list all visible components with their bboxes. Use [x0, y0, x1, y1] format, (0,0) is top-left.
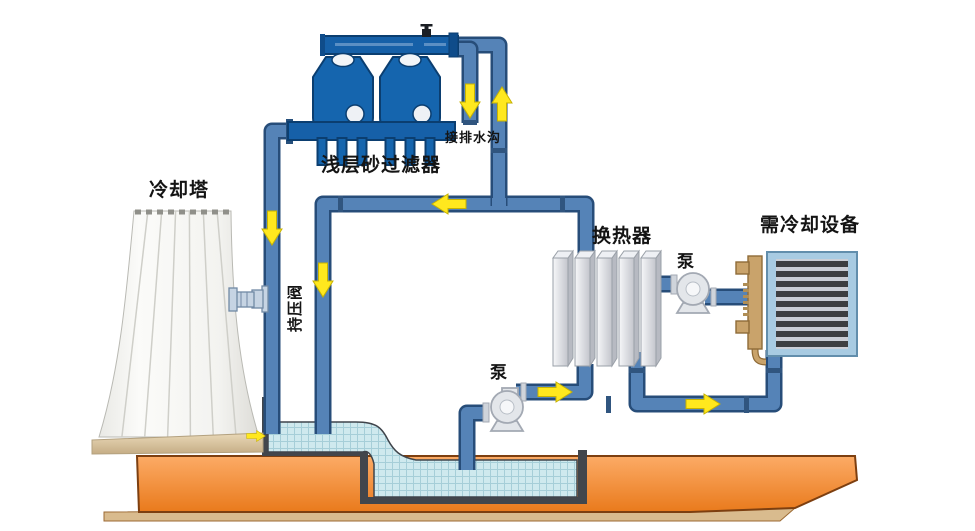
header-end-cap	[448, 32, 459, 58]
pump-secondary	[670, 272, 717, 314]
label-pressure-valve: 持压阀	[287, 283, 304, 332]
pipe-coupler	[490, 148, 508, 153]
label-drain-ditch: 接排水沟	[445, 130, 502, 145]
heat-exchanger	[552, 249, 662, 368]
header-stripe	[424, 43, 446, 46]
header-stub-top	[735, 261, 750, 275]
pipe-pump-suction-fill	[461, 407, 489, 470]
pipe-coupler	[744, 396, 749, 413]
exchanger-plate	[596, 249, 618, 368]
pump-outlet-flange	[520, 382, 527, 402]
header-end-cap	[320, 34, 325, 56]
tank-manhole	[398, 52, 422, 68]
radiator-header-bar	[747, 255, 763, 350]
pump-hub	[685, 281, 701, 297]
filter-legs	[316, 137, 436, 166]
radiator-tubes	[776, 261, 848, 347]
cooling-equipment-radiator	[735, 251, 858, 366]
basin-sump-wall	[360, 450, 587, 504]
pipe-coupler	[560, 195, 565, 213]
pipe-coupler	[765, 368, 783, 373]
exchanger-plate	[640, 249, 662, 368]
filter-manifold-pipe	[287, 121, 456, 141]
cooling-tower	[91, 209, 264, 455]
exchanger-plate	[552, 249, 574, 368]
label-cooling-tower: 冷却塔	[149, 180, 210, 201]
header-ticks	[743, 283, 749, 316]
pipe-coupler	[628, 368, 646, 373]
pump-inlet-flange	[670, 274, 678, 295]
tank-manhole	[331, 52, 355, 68]
pump-basin	[482, 382, 527, 432]
label-heat-exchanger: 换热器	[592, 226, 653, 247]
pipe-drain-open-end	[463, 120, 477, 125]
pump-inlet-flange	[482, 402, 490, 423]
pipe-coupler	[338, 195, 343, 213]
header-return-tube	[752, 348, 767, 365]
label-pump-left: 泵	[490, 363, 508, 382]
pipe-filter-outlet-fill	[266, 125, 296, 434]
tank-sight-glass	[412, 104, 432, 124]
basin-upper-floor	[262, 450, 368, 456]
cooling-tower-base	[91, 432, 264, 455]
header-stripe	[335, 43, 413, 46]
filter-tank-2	[379, 56, 441, 130]
cooling-tower-seams	[121, 210, 237, 438]
cooling-tower-shell	[98, 210, 260, 438]
pump-hub	[499, 399, 515, 415]
label-cooling-equipment: 需冷却设备	[760, 215, 861, 236]
pipe-coupler	[606, 396, 611, 413]
label-pump-right: 泵	[677, 252, 695, 271]
pipe-tee-patch	[492, 198, 506, 209]
filter-tank-1	[312, 56, 374, 130]
exchanger-plate	[574, 249, 596, 368]
label-sand-filter: 浅层砂过滤器	[321, 155, 442, 176]
header-vent-valve	[420, 24, 433, 37]
pressure-sustaining-valve	[228, 285, 269, 313]
basin-water	[267, 421, 578, 498]
sand-filter-unit	[287, 24, 459, 166]
pump-outlet-flange	[710, 287, 717, 307]
tank-sight-glass	[345, 104, 365, 124]
exchanger-plate	[618, 249, 640, 368]
header-stub-bottom	[735, 320, 750, 334]
